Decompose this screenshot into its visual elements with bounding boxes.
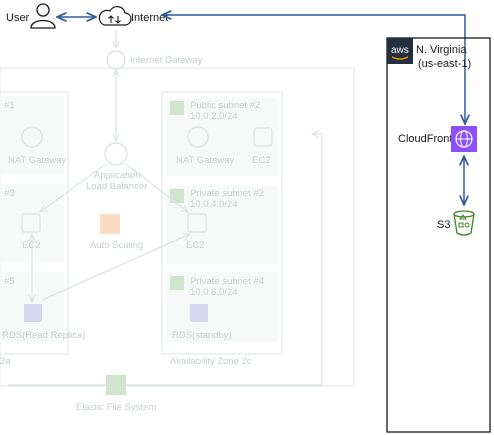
ec2-label: EC2 xyxy=(22,240,40,251)
cloudfront-node: CloudFront xyxy=(398,126,477,152)
auto-scaling-icon xyxy=(100,214,120,234)
ec2-label: EC2 xyxy=(252,155,270,166)
ec2-icon xyxy=(187,213,207,233)
subnet-b3-line1: Private subnet #4 xyxy=(190,276,264,287)
s3-node: S3 xyxy=(437,210,475,236)
efs-label: Elastic File System xyxy=(76,402,156,413)
subnet-b2-line1: Private subnet #2 xyxy=(190,188,264,199)
user-node: User xyxy=(6,3,56,29)
internet-node: Internet xyxy=(98,5,168,26)
internet-label: Internet xyxy=(131,12,168,24)
alb-label-line1: Application xyxy=(94,170,140,181)
subnet-b3-line2: 10.0.6.0/24 xyxy=(190,287,238,298)
rds-read-replica-label: RDS(Read Replica) xyxy=(2,330,85,341)
ec2-icon xyxy=(21,213,41,233)
internet-gateway-icon xyxy=(106,50,126,70)
s3-label: S3 xyxy=(437,219,450,231)
auto-scaling-label: Auto Scaling xyxy=(90,240,143,251)
subnet-b2-line2: 10.0.4.0/24 xyxy=(190,199,238,210)
subnet-b1-line2: 10.0.2.0/24 xyxy=(190,111,238,122)
az-b-label: Availability Zone 2c xyxy=(170,356,252,367)
load-balancer-icon xyxy=(104,142,128,166)
aws-logo-icon xyxy=(387,38,413,64)
cloud-icon xyxy=(98,5,132,26)
region-name-line1: N. Virginia xyxy=(416,44,467,56)
nat-gateway-label: NAT Gateway xyxy=(8,155,67,166)
region-name-line2: (us-east-1) xyxy=(418,58,471,70)
cloudfront-label: CloudFront xyxy=(398,133,452,145)
user-icon xyxy=(30,3,56,29)
rds-icon xyxy=(24,304,42,322)
nat-gateway-icon xyxy=(187,126,209,148)
nat-gateway-icon xyxy=(21,126,43,148)
alb-label-line2: Load Balancer xyxy=(86,181,147,192)
rds-standby-label: RDS(standby) xyxy=(172,330,232,341)
user-label: User xyxy=(6,12,30,24)
s3-bucket-icon xyxy=(453,210,475,236)
subnet-a1-label: #1 xyxy=(4,100,15,111)
subnet-b1-line1: Public subnet #2 xyxy=(190,100,260,111)
rds-icon xyxy=(190,304,208,322)
ec2-label: EC2 xyxy=(186,240,204,251)
ec2-icon xyxy=(253,127,273,147)
az-a-label: 2a xyxy=(0,356,11,367)
efs-icon xyxy=(106,375,126,395)
subnet-a2-label: #3 xyxy=(4,188,15,199)
internet-gateway-label: Internet Gateway xyxy=(130,55,203,66)
internet-cloudfront-connector xyxy=(162,15,465,124)
aws-region-container: aws N. Virginia (us-east-1) xyxy=(386,37,491,433)
subnet-a3-label: #5 xyxy=(4,276,15,287)
aws-badge: aws xyxy=(391,45,409,56)
nat-gateway-label: NAT Gateway xyxy=(176,155,235,166)
